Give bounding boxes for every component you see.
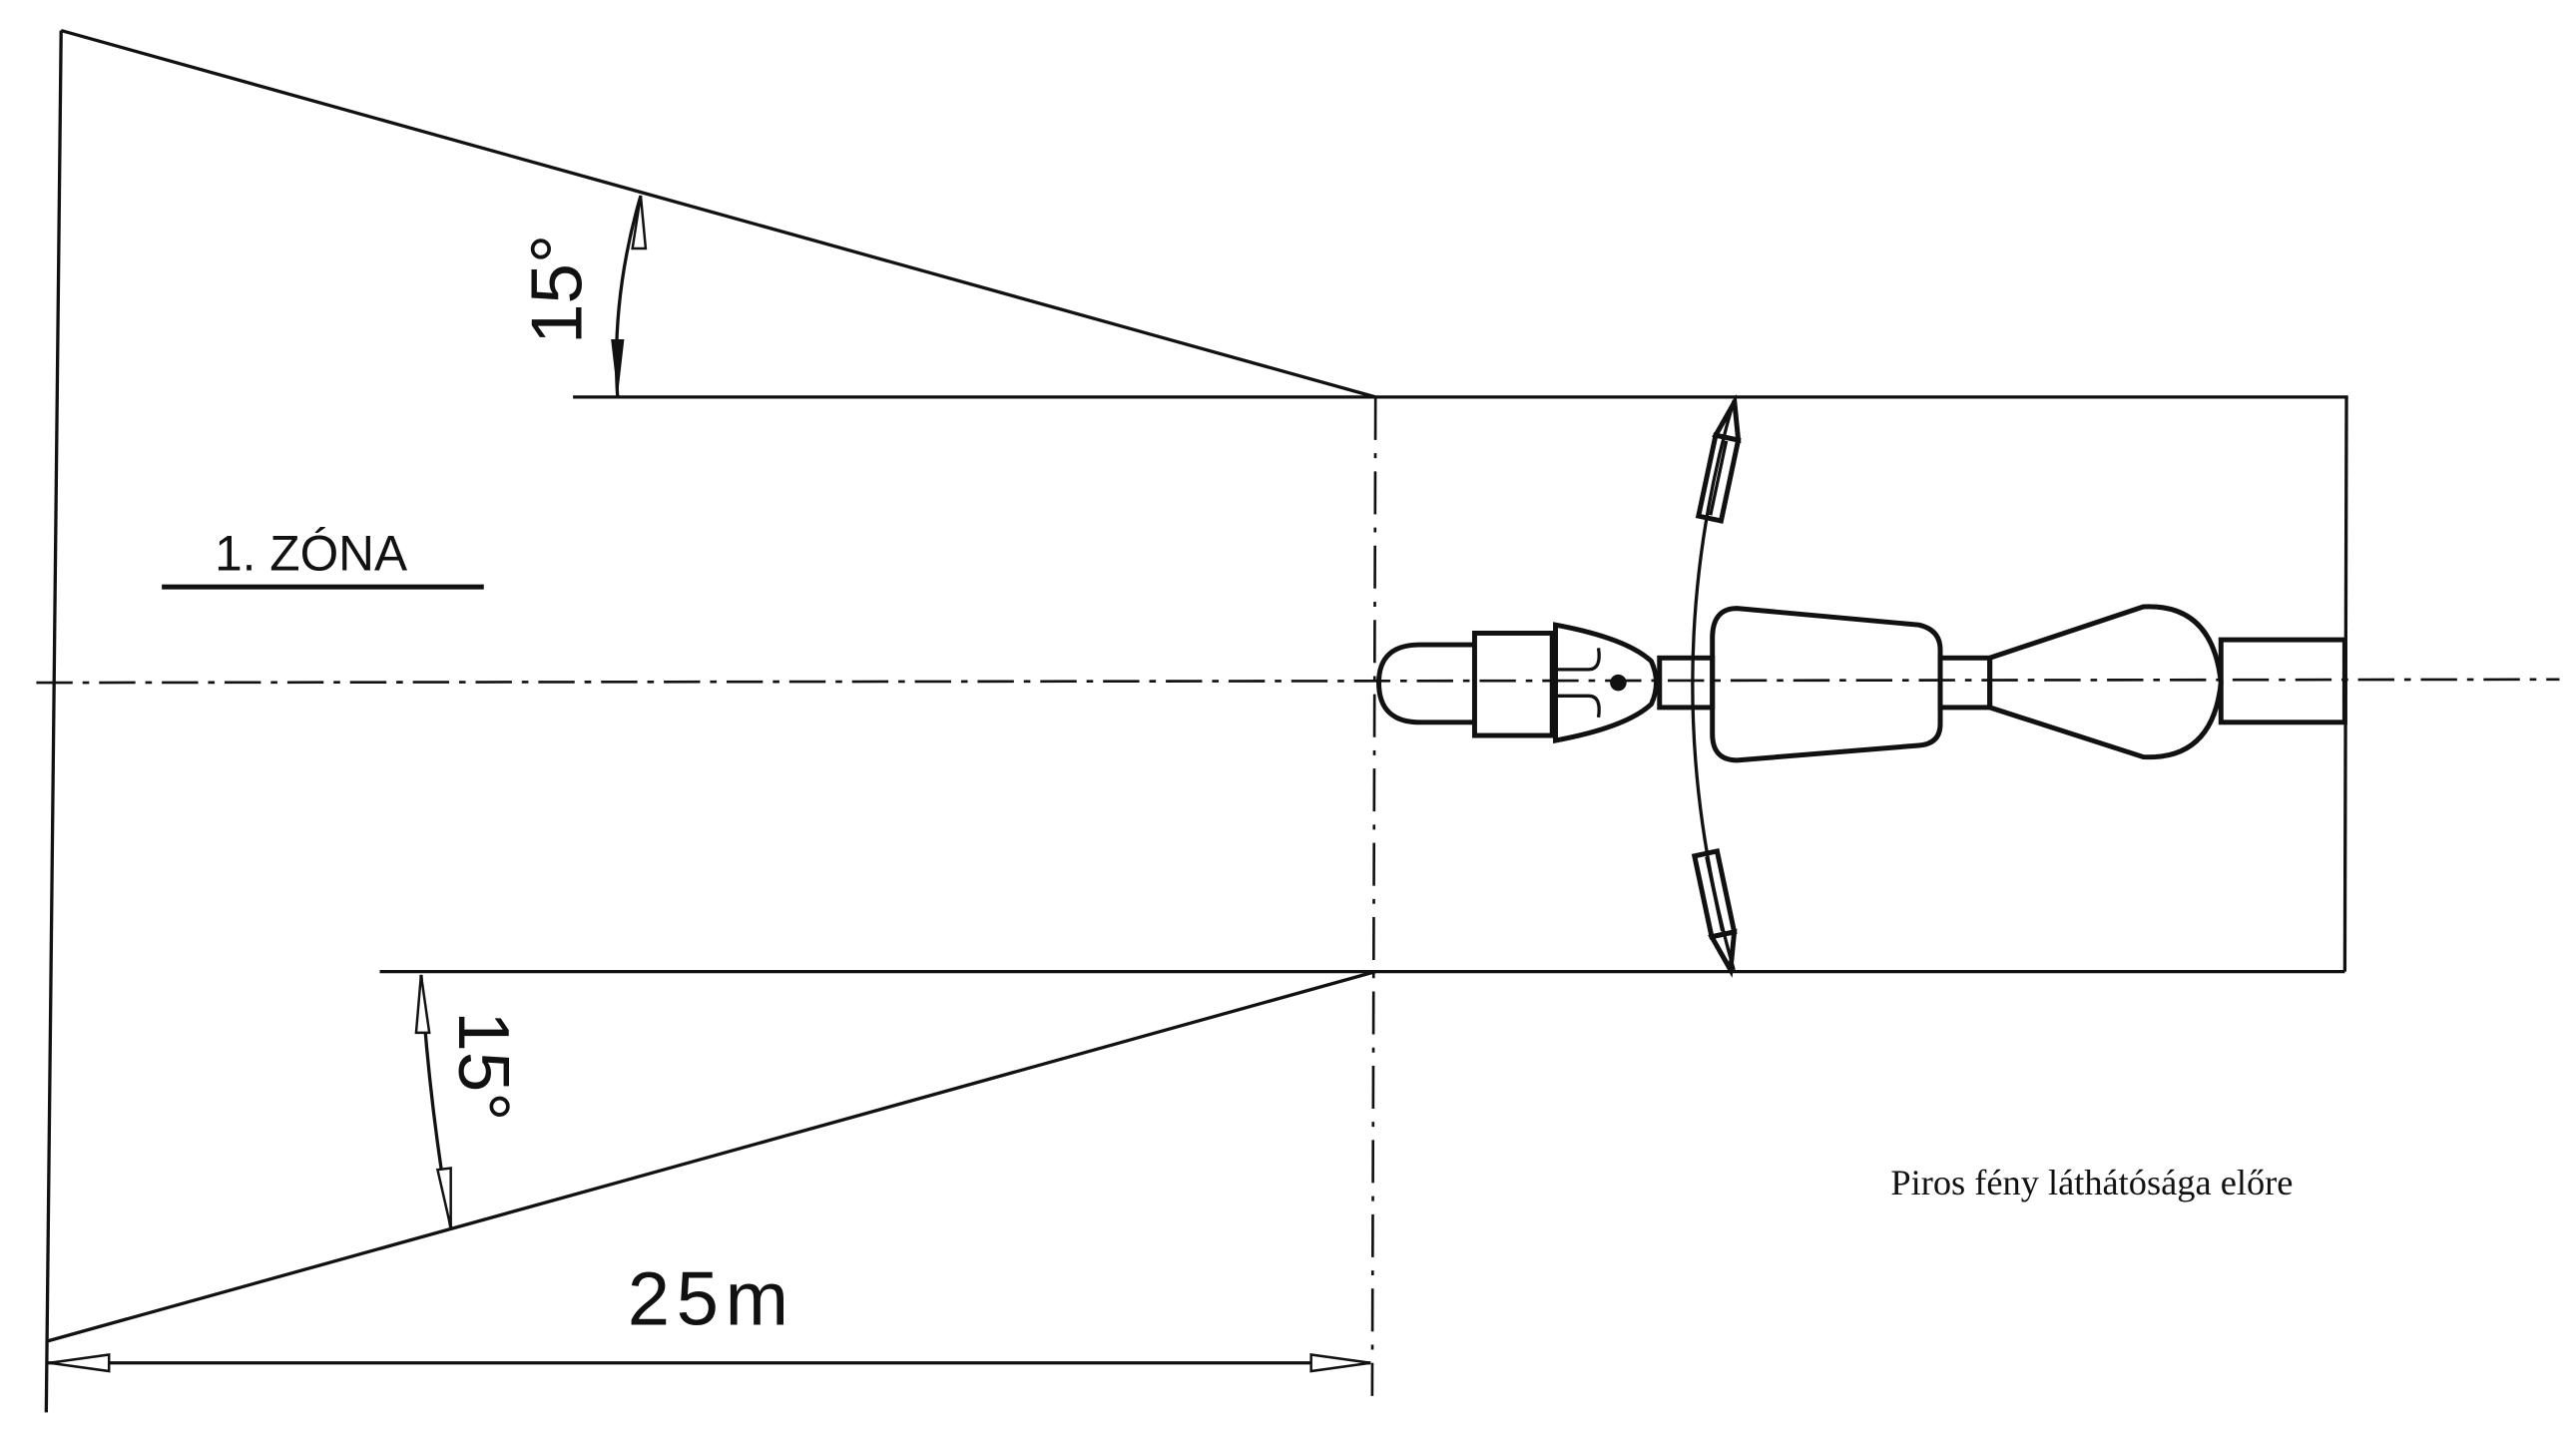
angle-label-top: 15° — [516, 235, 597, 344]
arrowhead-icon — [1309, 1353, 1371, 1373]
front-light — [1376, 642, 1475, 725]
motorcycle-top-view — [1376, 393, 2347, 978]
arrowhead-icon — [611, 338, 625, 397]
helmet-dot — [1610, 674, 1627, 692]
mirror-bottom — [1691, 848, 1738, 978]
arrowhead-icon — [435, 1167, 452, 1228]
mirror-top — [1695, 393, 1742, 524]
angle-label-bottom: 15° — [443, 1011, 524, 1121]
arrowhead-icon — [414, 974, 431, 1035]
caption: Piros fény láthátósága előre — [1890, 1163, 2293, 1202]
centerline — [36, 678, 2560, 685]
zone-label: 1. ZÓNA — [215, 526, 407, 582]
lower-angle-dimension: 15° — [414, 974, 524, 1228]
lower-sloped-boundary — [45, 970, 1376, 1343]
upper-angle-dimension: 15° — [516, 195, 648, 397]
left-boundary-line — [44, 30, 63, 1413]
distance-label: 25m — [628, 1257, 795, 1342]
upper-sloped-boundary — [60, 28, 1376, 399]
fuel-tank — [1710, 606, 1943, 763]
arrowhead-icon — [49, 1353, 111, 1373]
handlebar-stem — [1657, 655, 1716, 711]
headlamp-body — [1471, 630, 1555, 738]
seat-connector — [1937, 655, 1993, 711]
arrowhead-icon — [631, 195, 648, 250]
rear-section — [2218, 637, 2347, 725]
helmet — [1553, 622, 1659, 743]
vehicle-front-reference-line — [1370, 396, 1377, 1396]
seat — [1987, 604, 2224, 760]
